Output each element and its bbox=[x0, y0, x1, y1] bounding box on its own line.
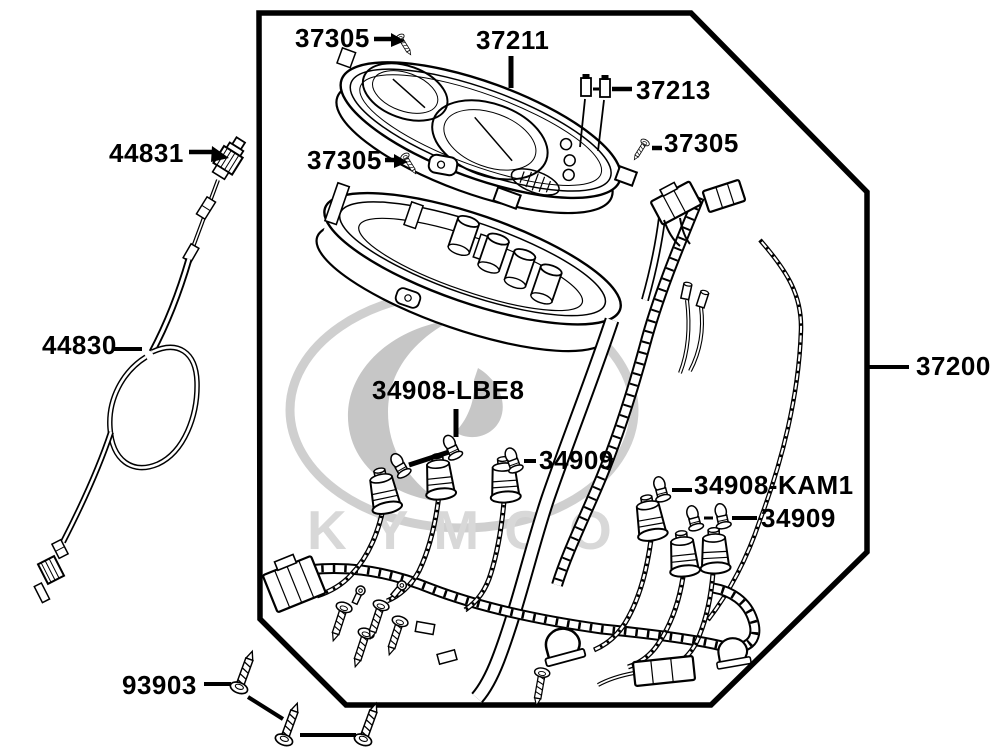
housing-mount-ear bbox=[394, 287, 422, 309]
kymco-watermark: KYMCO bbox=[285, 287, 639, 561]
part-label-37305-right: 37305 bbox=[664, 128, 739, 158]
diagram-frame-border bbox=[256, 10, 870, 708]
part-label-37200: 37200 bbox=[916, 351, 991, 381]
harness-connector-a bbox=[650, 180, 702, 226]
part-label-37211: 37211 bbox=[476, 25, 550, 55]
part-label-34909-left: 34909 bbox=[539, 445, 614, 475]
part-label-93903: 93903 bbox=[122, 670, 197, 700]
harness-connector-block bbox=[262, 553, 327, 613]
part-label-44831: 44831 bbox=[109, 138, 184, 168]
part-label-44830: 44830 bbox=[42, 330, 117, 360]
indicator-bulbs-37213 bbox=[579, 74, 611, 152]
bulb-wires-left bbox=[316, 485, 508, 613]
speedometer-cable bbox=[33, 136, 247, 604]
kymco-logo-wing-icon bbox=[347, 320, 452, 502]
kymco-watermark-text: KYMCO bbox=[307, 499, 637, 561]
harness-connector-bottom bbox=[632, 655, 696, 687]
meter-mount-ear-right bbox=[613, 165, 639, 187]
part-label-37213: 37213 bbox=[636, 75, 711, 105]
meter-mount-ear-left bbox=[427, 153, 459, 177]
bulb-socket-towers bbox=[447, 214, 563, 305]
part-label-37305-top-left: 37305 bbox=[295, 23, 370, 53]
wire-harness bbox=[262, 179, 804, 708]
part-label-34908-lbe8: 34908-LBE8 bbox=[372, 375, 525, 405]
part-label-34908-kam1: 34908-KAM1 bbox=[694, 470, 854, 500]
harness-connector-b bbox=[701, 179, 747, 213]
leader-lines bbox=[114, 33, 909, 737]
speedometer-meter-assembly bbox=[335, 46, 622, 215]
part-label-34909-right: 34909 bbox=[761, 503, 836, 533]
kymco-logo-drop-icon bbox=[455, 368, 503, 438]
meter-mount-tab-bottom bbox=[492, 186, 522, 210]
meter-housing-case bbox=[315, 181, 622, 353]
part-label-37305-mid-left: 37305 bbox=[307, 145, 382, 175]
